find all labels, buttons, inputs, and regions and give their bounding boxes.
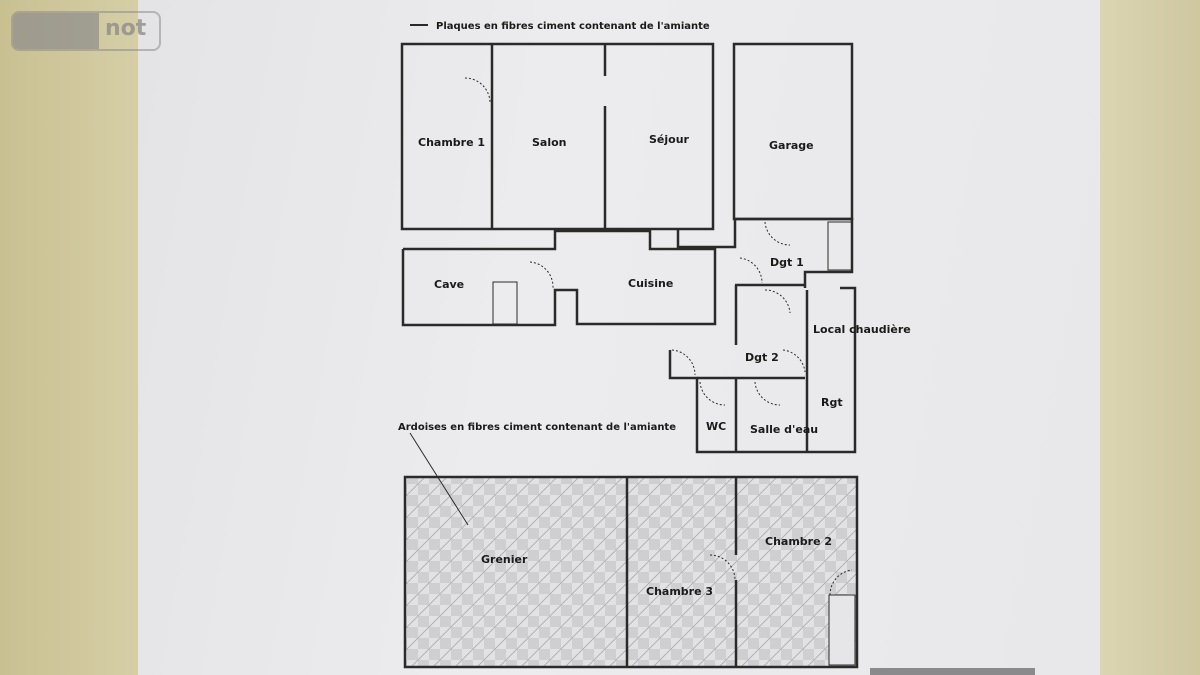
room-garage: Garage: [769, 139, 814, 152]
room-sejour: Séjour: [649, 133, 690, 146]
background-surface-right: [1095, 0, 1200, 675]
room-cave: Cave: [434, 278, 464, 291]
room-chambre-3: Chambre 3: [646, 585, 713, 598]
wall-living-block: [400, 42, 715, 231]
room-rgt: Rgt: [821, 396, 843, 409]
room-grenier: Grenier: [481, 553, 528, 566]
room-salle-d-eau: Salle d'eau: [750, 423, 818, 436]
watermark-logo: not: [11, 11, 161, 51]
background-surface: [0, 0, 140, 675]
room-wc: WC: [706, 420, 726, 433]
room-dgt-2: Dgt 2: [745, 351, 779, 364]
legend-ardoises: Ardoises en fibres ciment contenant de l…: [398, 422, 676, 433]
wall-attic: [403, 475, 859, 669]
room-cuisine: Cuisine: [628, 277, 673, 290]
room-chambre-2: Chambre 2: [765, 535, 832, 548]
page-edge-bar: [870, 668, 1035, 675]
legend-plaques: Plaques en fibres ciment contenant de l'…: [436, 21, 710, 32]
room-chambre-1: Chambre 1: [418, 136, 485, 149]
wall-garage: [732, 42, 854, 221]
room-dgt-1: Dgt 1: [770, 256, 804, 269]
room-salon: Salon: [532, 136, 567, 149]
room-local-chaudiere: Local chaudière: [813, 323, 911, 336]
